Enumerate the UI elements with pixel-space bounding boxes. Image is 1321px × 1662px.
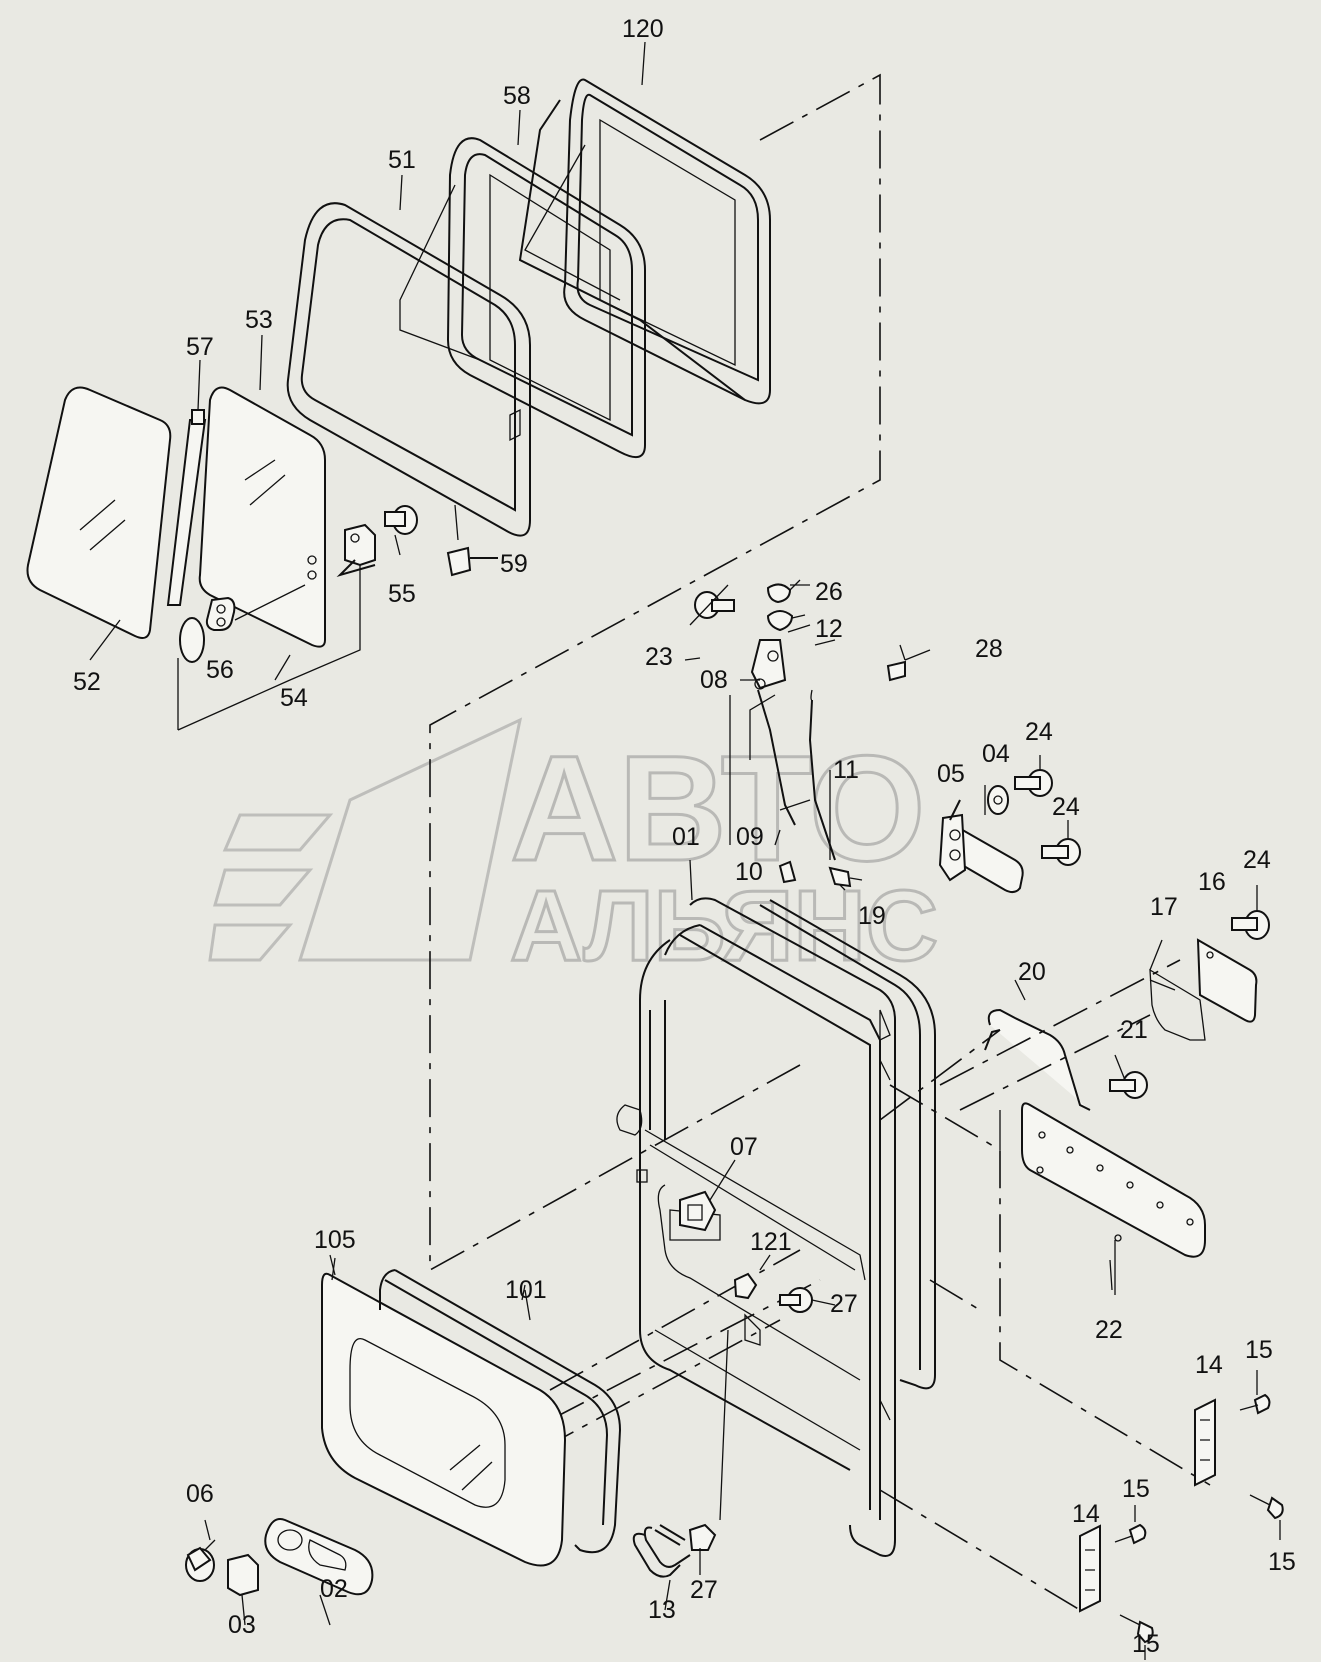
lock-mechanism-parts [689,583,931,888]
window-seal-120 [518,78,771,405]
panels-16-17-handle-20 [879,938,1258,1121]
u-bolt-13-nut-27 [632,1329,729,1611]
window-frame-51 [286,202,531,537]
label-58: 58 [503,82,531,110]
glass-pane-52 [26,386,172,639]
label-15b: 15 [1268,1548,1296,1576]
part-labels: 120 58 51 57 53 52 56 54 55 59 23 26 12 … [73,15,1296,1658]
label-20: 20 [1018,958,1046,986]
label-59: 59 [500,550,528,578]
watermark-line1: АВТО [510,724,926,892]
label-24a: 24 [1025,718,1053,746]
label-08: 08 [700,666,728,694]
label-17: 17 [1150,893,1178,921]
label-15a: 15 [1245,1336,1273,1364]
label-23: 23 [645,643,673,671]
hinge-guide-lines [879,1084,1211,1611]
label-24c: 24 [1243,846,1271,874]
parts-56-54-55-59 [89,504,498,731]
label-04: 04 [982,740,1010,768]
label-53: 53 [245,306,273,334]
label-22: 22 [1095,1316,1123,1344]
watermark-logo: АВТО АЛЬЯНС [208,717,939,984]
leader-lines [197,41,1126,1301]
label-05: 05 [937,760,965,788]
label-16: 16 [1198,868,1226,896]
label-57: 57 [186,333,214,361]
label-105: 105 [314,1226,356,1254]
label-01: 01 [672,823,700,851]
label-12: 12 [815,615,843,643]
watermark-line2: АЛЬЯНС [510,870,938,982]
lower-group-boundary [539,1249,821,1451]
label-28: 28 [975,635,1003,663]
label-54: 54 [280,684,308,712]
label-55: 55 [388,580,416,608]
label-121: 121 [750,1228,792,1256]
label-02: 02 [320,1575,348,1603]
label-120: 120 [622,15,664,43]
label-14a: 14 [1195,1351,1223,1379]
label-24b: 24 [1052,793,1080,821]
door-frame-01 [616,897,936,1557]
glass-pane-53 [198,386,326,648]
latch-parts-02-06-03 [185,1518,374,1626]
label-101: 101 [505,1276,547,1304]
label-03: 03 [228,1611,256,1639]
label-27a: 27 [830,1290,858,1318]
inner-panel-22 [1021,1102,1206,1295]
label-13: 13 [648,1596,676,1624]
label-07: 07 [730,1133,758,1161]
label-26: 26 [815,578,843,606]
label-51: 51 [388,146,416,174]
window-panel-105 [321,1254,567,1567]
bracket-07-nut-121-bolt-27 [679,1159,836,1313]
striker-parts-05-04-24 [938,755,1270,940]
label-09: 09 [736,823,764,851]
label-56: 56 [206,656,234,684]
label-15c: 15 [1122,1475,1150,1503]
label-15d: 15 [1132,1630,1160,1658]
label-27b: 27 [690,1576,718,1604]
label-19: 19 [858,902,886,930]
hinge-parts-14-15 [1079,1370,1284,1660]
window-frame-58 [399,137,646,459]
label-52: 52 [73,668,101,696]
label-11: 11 [833,756,859,784]
label-14b: 14 [1072,1500,1100,1528]
window-group-boundary [429,73,881,1272]
label-06: 06 [186,1480,214,1508]
window-seal-101 [379,1269,622,1554]
label-21: 21 [1120,1016,1148,1044]
label-10: 10 [735,858,763,886]
